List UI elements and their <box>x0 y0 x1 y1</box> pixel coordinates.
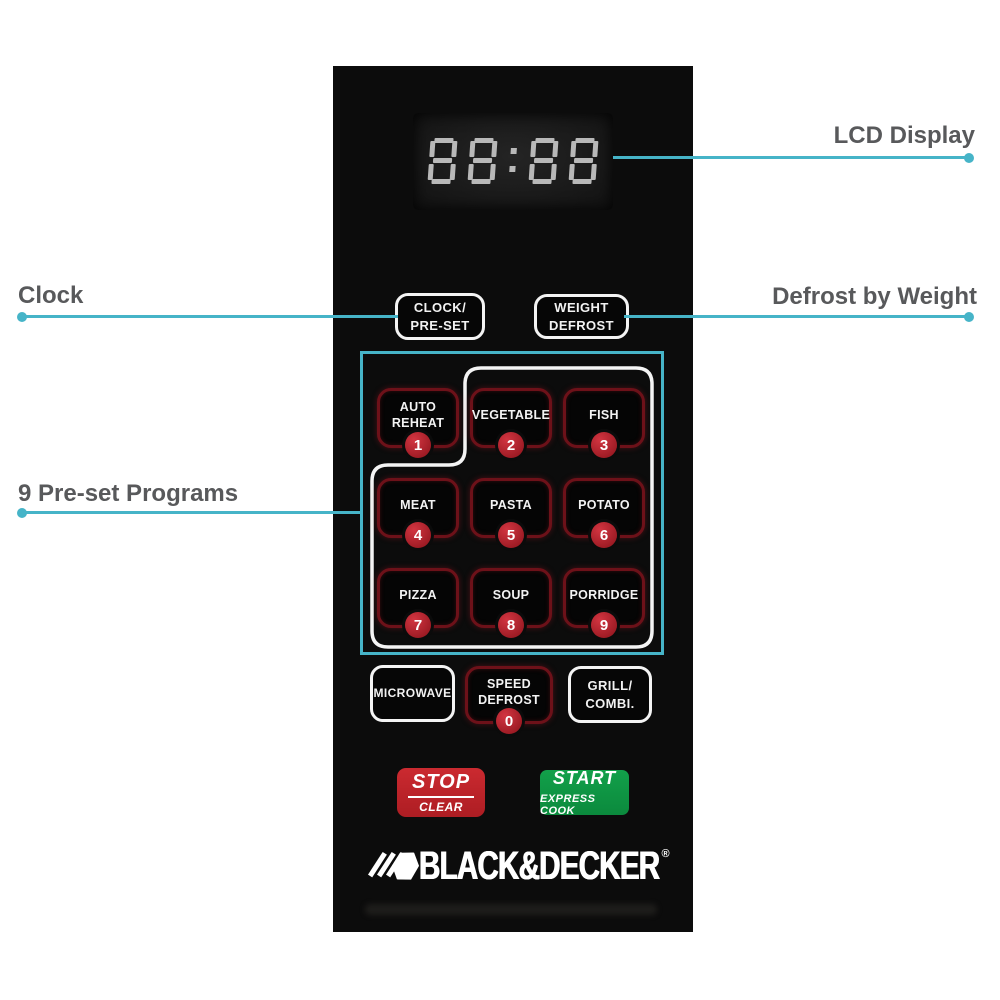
callout-line-defrost <box>624 315 968 318</box>
speed-defrost-button[interactable]: SPEED DEFROST 0 <box>465 666 553 734</box>
callout-label-preset-programs: 9 Pre-set Programs <box>18 480 239 507</box>
preset-number-badge: 9 <box>591 612 617 638</box>
preset-button-pasta[interactable]: PASTA 5 <box>470 478 552 548</box>
callout-label-clock: Clock <box>18 282 84 309</box>
microwave-button[interactable]: MICROWAVE <box>370 665 455 722</box>
lcd-digit <box>427 138 458 184</box>
preset-number-badge: 2 <box>498 432 524 458</box>
faint-embossed-text <box>365 904 657 915</box>
preset-number-badge: 5 <box>498 522 524 548</box>
callout-dot-clock <box>17 312 27 322</box>
lcd-digits <box>413 138 613 184</box>
preset-button-label: PASTA <box>489 497 532 512</box>
lcd-digit <box>467 138 498 184</box>
preset-button-label: SOUP <box>492 587 530 602</box>
clear-label: CLEAR <box>419 800 463 814</box>
brand-hexagon-icon <box>368 848 420 884</box>
callout-line-presets <box>24 511 362 514</box>
speed-defrost-label: SPEED DEFROST <box>478 676 540 707</box>
lcd-display <box>413 113 613 210</box>
preset-button-soup[interactable]: SOUP 8 <box>470 568 552 638</box>
lcd-colon <box>507 138 518 184</box>
preset-button-vegetable[interactable]: VEGETABLE 2 <box>470 388 552 458</box>
callout-label-defrost-by-weight: Defrost by Weight <box>772 283 977 310</box>
preset-number-badge: 8 <box>498 612 524 638</box>
presets-highlight-box <box>360 351 664 655</box>
preset-number-badge: 6 <box>591 522 617 548</box>
stop-clear-button[interactable]: STOP CLEAR <box>397 768 485 817</box>
brand-logo: BLACK&DECKER ® <box>368 843 670 888</box>
preset-number-badge: 7 <box>405 612 431 638</box>
brand-hexnut-icon <box>391 851 420 881</box>
preset-button-label: POTATO <box>578 497 630 512</box>
preset-button-label: AUTO REHEAT <box>391 399 445 430</box>
brand-name: BLACK&DECKER <box>419 843 660 888</box>
callout-dot-defrost <box>964 312 974 322</box>
preset-button-label: MEAT <box>400 497 436 512</box>
grill-combi-button[interactable]: GRILL/ COMBI. <box>568 666 652 723</box>
preset-button-pizza[interactable]: PIZZA 7 <box>377 568 459 638</box>
speed-defrost-number-badge: 0 <box>496 708 522 734</box>
callout-line-lcd <box>613 156 968 159</box>
preset-button-fish[interactable]: FISH 3 <box>563 388 645 458</box>
clock-preset-button[interactable]: CLOCK/ PRE-SET <box>395 293 485 340</box>
stop-divider <box>408 796 474 798</box>
preset-button-label: FISH <box>589 407 619 422</box>
weight-defrost-button[interactable]: WEIGHT DEFROST <box>534 294 629 339</box>
callout-dot-presets <box>17 508 27 518</box>
microwave-control-panel: CLOCK/ PRE-SET WEIGHT DEFROST AUTO REHEA… <box>333 66 693 932</box>
registered-mark: ® <box>661 848 670 860</box>
callout-line-clock <box>24 315 398 318</box>
preset-number-badge: 1 <box>405 432 431 458</box>
preset-button-potato[interactable]: POTATO 6 <box>563 478 645 548</box>
start-label: START <box>552 768 617 788</box>
lcd-digit <box>568 138 599 184</box>
preset-number-badge: 4 <box>405 522 431 548</box>
express-cook-label: EXPRESS COOK <box>540 793 596 817</box>
preset-button-label: PORRIDGE <box>569 587 639 602</box>
callout-label-lcd-display: LCD Display <box>833 122 975 149</box>
preset-button-meat[interactable]: MEAT 4 <box>377 478 459 548</box>
callout-dot-lcd <box>964 153 974 163</box>
preset-button-porridge[interactable]: PORRIDGE 9 <box>563 568 645 638</box>
start-express-cook-button[interactable]: START EXPRESS COOK <box>540 768 629 817</box>
preset-button-label: PIZZA <box>399 587 437 602</box>
preset-button-label: VEGETABLE <box>471 407 551 422</box>
stop-label: STOP <box>411 771 471 793</box>
lcd-digit <box>528 138 559 184</box>
preset-number-badge: 3 <box>591 432 617 458</box>
